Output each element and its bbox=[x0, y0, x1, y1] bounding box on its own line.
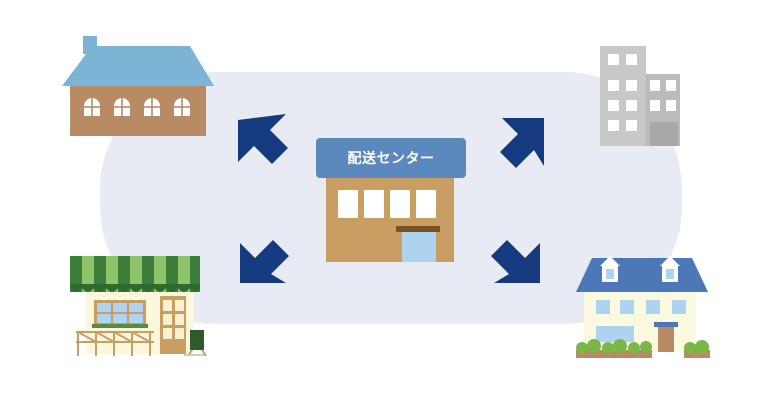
house-icon bbox=[62, 36, 214, 136]
arrow-to-office bbox=[500, 118, 544, 168]
arrow-to-house bbox=[238, 114, 288, 164]
center-sign bbox=[316, 138, 466, 178]
arrow-to-shop bbox=[240, 240, 289, 283]
distribution-center-icon bbox=[316, 138, 466, 262]
western-house-icon bbox=[576, 256, 710, 358]
arrow-to-western-house bbox=[491, 240, 540, 283]
shop-icon bbox=[70, 256, 207, 357]
center-label: 配送センター bbox=[347, 151, 435, 167]
office-building-icon bbox=[600, 46, 680, 146]
